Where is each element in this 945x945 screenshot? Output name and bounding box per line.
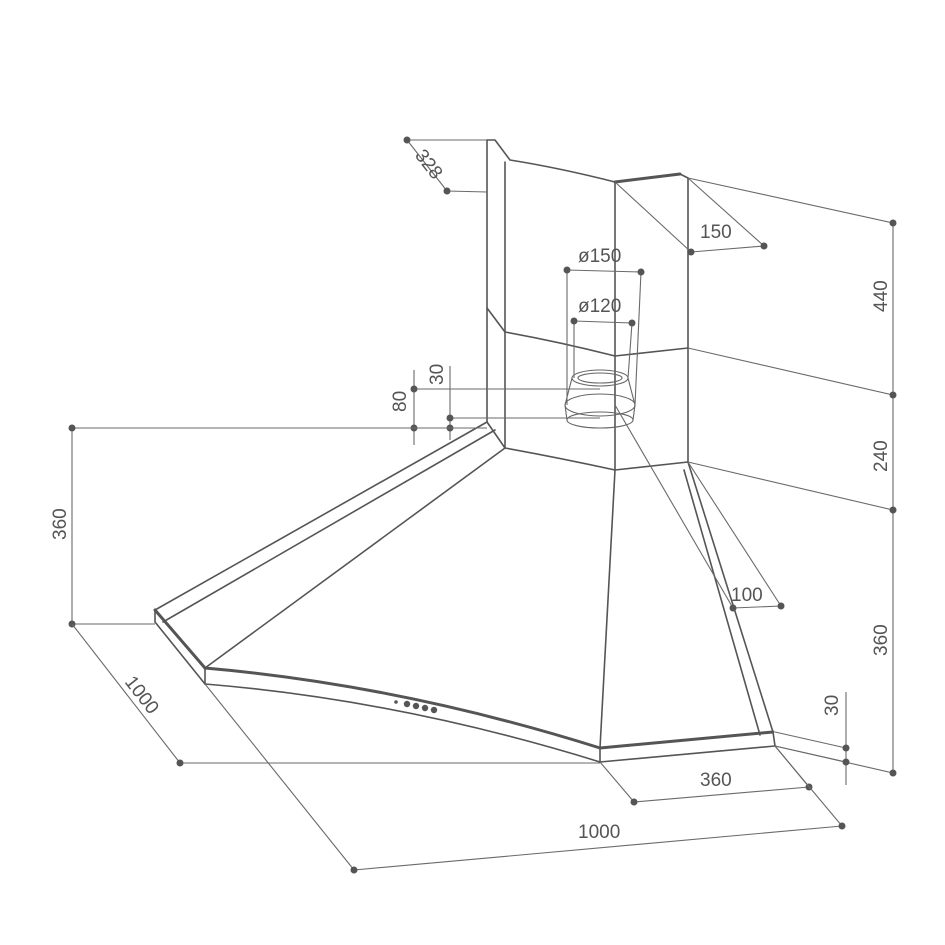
dim-right-vertical: 440 240 360 [687,177,897,777]
dim-outlet-inner: ø120 [570,296,636,379]
label-360-right: 360 [871,624,892,656]
label-100: 100 [731,585,763,606]
dim-side-depth: 360 [599,745,813,806]
chimney-base [486,421,689,471]
label-1000-left: 1000 [120,672,163,718]
canopy-rim-left-lower [154,609,206,685]
control-buttons [394,700,438,714]
label-440: 440 [871,280,892,312]
canopy-right-inner-edge [683,469,761,736]
label-rim-30: 30 [822,695,843,716]
canopy-rim-front-lower [204,683,601,763]
chimney-joint [486,307,689,357]
label-360-bottom: 360 [700,770,732,791]
label-360-left: 360 [50,508,71,540]
label-1000-front: 1000 [578,822,620,843]
dim-outlet-outer: ø150 [563,246,645,406]
label-outlet-offset: 30 [427,364,448,385]
canopy-rim-right [598,730,775,750]
dim-width-left: 1000 [71,623,600,767]
dim-outlet-offset: 30 [427,364,600,440]
canopy-left-top-edge [154,421,488,611]
label-80: 80 [390,391,411,412]
dim-outlet-height: 80 [390,370,600,445]
outlet-collar [564,369,636,429]
dim-width-front: 1000 [204,683,846,874]
canopy-right-edge [687,461,774,733]
dim-canopy-height-left: 360 [50,424,487,628]
dim-canopy-rim: 30 [774,692,850,785]
label-150: 150 [700,222,732,243]
canopy-rim-left [153,608,207,670]
canopy-front-left-edge [204,447,506,669]
canopy-left-inner-edge [162,429,496,623]
dim-canopy-side: 100 [614,404,785,612]
chimney-top-rim [613,172,682,184]
hood-body [153,139,776,763]
dim-chimney-width: 150 [614,177,768,256]
dim-chimney-depth: 328 [403,136,488,195]
label-outlet-outer: ø150 [578,246,621,267]
label-outlet-inner: ø120 [578,296,621,317]
canopy-rim-front [203,666,602,750]
canopy-center-edge [599,469,616,749]
label-240: 240 [871,440,892,472]
